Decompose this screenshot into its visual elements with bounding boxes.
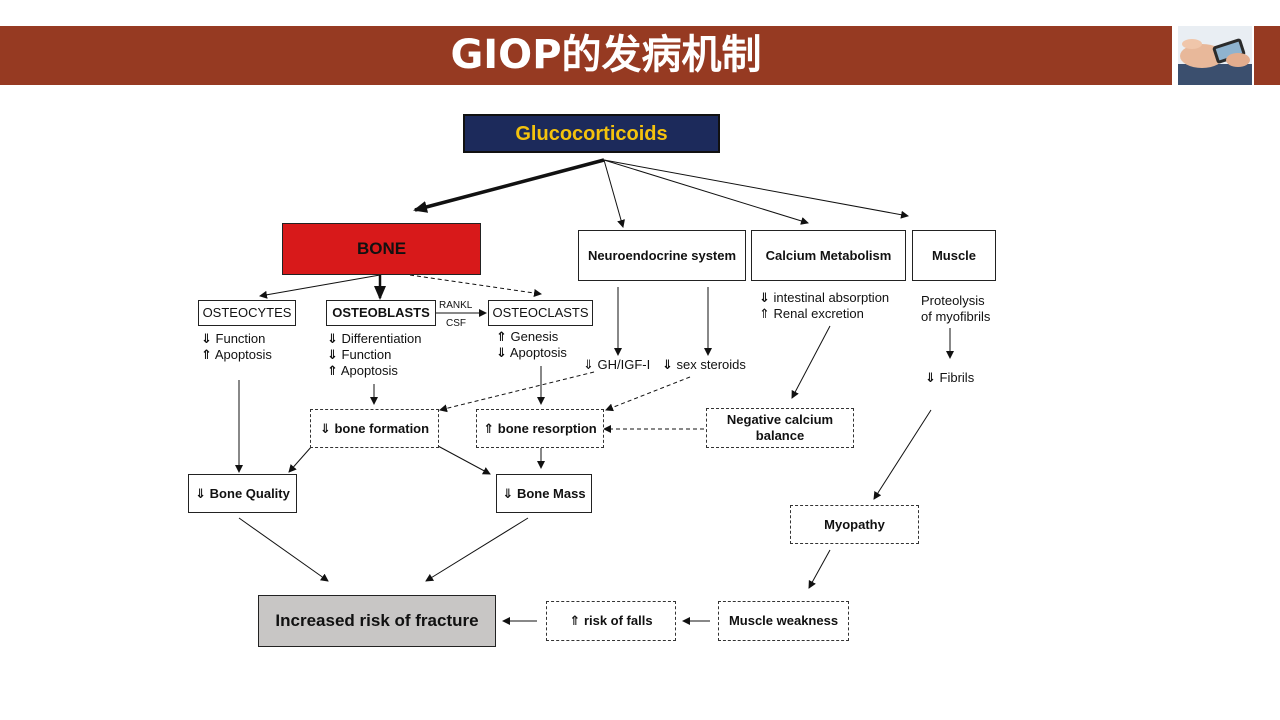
- down-arrow-icon: ⇓: [496, 345, 507, 360]
- fracture-risk-box: Increased risk of fracture: [258, 595, 496, 647]
- up-arrow-icon: ⇑: [483, 420, 495, 436]
- bone-mass-box: ⇓ Bone Mass: [496, 474, 592, 513]
- osteoblasts-box: OSTEOBLASTS: [326, 300, 436, 326]
- osteoblasts-effect-2: ⇓ Function: [327, 347, 392, 362]
- myopathy-box: Myopathy: [790, 505, 919, 544]
- rankl-label: RANKL: [439, 300, 473, 311]
- calcium-effect-1: ⇓ intestinal absorption: [759, 290, 890, 305]
- csf-label: CSF: [446, 318, 466, 329]
- osteocytes-effect-1: ⇓ Function: [201, 331, 266, 346]
- proteolysis-line-1: Proteolysis: [921, 293, 985, 308]
- osteocytes-box: OSTEOCYTES: [198, 300, 296, 326]
- osteoclasts-effect-1: ⇑ Genesis: [496, 329, 559, 344]
- down-arrow-icon: ⇓: [327, 331, 338, 346]
- muscle-weakness-box: Muscle weakness: [718, 601, 849, 641]
- down-arrow-icon: ⇓: [327, 347, 338, 362]
- gh-igf-label: ⇓ GH/IGF-I: [583, 357, 651, 372]
- muscle-box: Muscle: [912, 230, 996, 281]
- title-banner-end: [1254, 26, 1280, 85]
- down-arrow-icon: ⇓: [502, 485, 514, 501]
- up-arrow-icon: ⇑: [496, 329, 507, 344]
- down-arrow-icon: ⇓: [319, 420, 331, 436]
- down-arrow-icon: ⇓: [662, 357, 673, 372]
- neuroendocrine-box: Neuroendocrine system: [578, 230, 746, 281]
- osteocytes-effect-2: ⇑ Apoptosis: [201, 347, 272, 362]
- osteoblasts-effect-3: ⇑ Apoptosis: [327, 363, 398, 378]
- bone-resorption-box: ⇑ bone resorption: [476, 409, 604, 448]
- fibrils-label: ⇓ Fibrils: [925, 370, 975, 385]
- hand-phone-photo: [1178, 26, 1252, 85]
- osteoclasts-effect-2: ⇓ Apoptosis: [496, 345, 567, 360]
- proteolysis-line-2: of myofibrils: [921, 309, 991, 324]
- bone-formation-box: ⇓ bone formation: [310, 409, 439, 448]
- osteoblasts-effect-1: ⇓ Differentiation: [327, 331, 422, 346]
- down-arrow-icon: ⇓: [759, 290, 770, 305]
- glucocorticoids-box: Glucocorticoids: [463, 114, 720, 153]
- risk-of-falls-box: ⇑ risk of falls: [546, 601, 676, 641]
- sex-steroids-label: ⇓ sex steroids: [662, 357, 746, 372]
- up-arrow-icon: ⇑: [327, 363, 338, 378]
- up-arrow-icon: ⇑: [569, 613, 581, 628]
- osteoclasts-box: OSTEOCLASTS: [488, 300, 593, 326]
- down-arrow-icon: ⇓: [925, 370, 936, 385]
- up-arrow-icon: ⇑: [201, 347, 212, 362]
- bone-box: BONE: [282, 223, 481, 275]
- down-arrow-icon: ⇓: [195, 485, 207, 501]
- up-arrow-icon: ⇑: [759, 306, 770, 321]
- calcium-effect-2: ⇑ Renal excretion: [759, 306, 864, 321]
- negative-calcium-balance-box: Negative calcium balance: [706, 408, 854, 448]
- down-arrow-icon: ⇓: [201, 331, 212, 346]
- calcium-metabolism-box: Calcium Metabolism: [751, 230, 906, 281]
- bone-quality-box: ⇓ Bone Quality: [188, 474, 297, 513]
- down-arrow-icon: ⇓: [583, 357, 594, 372]
- title-banner: [0, 26, 1172, 85]
- slide-title: GIOP的发病机制: [450, 32, 762, 78]
